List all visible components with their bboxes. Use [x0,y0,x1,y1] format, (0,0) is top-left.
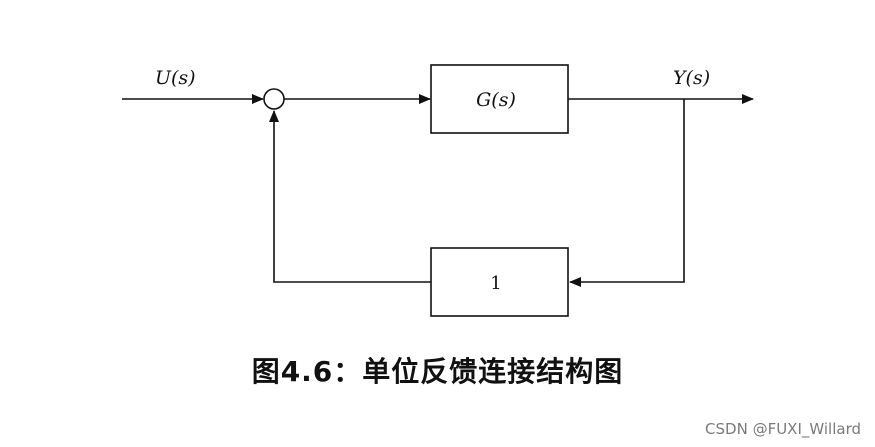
summing-junction [263,88,285,110]
input-label: U(s) [155,67,196,89]
forward-block [430,64,569,134]
figure-caption: 图4.6：单位反馈连接结构图 [251,355,624,388]
watermark: CSDN @FUXI_Willard [705,420,861,438]
feedback-down-path [569,99,685,287]
output-label: Y(s) [673,67,710,89]
feedback-block-label: 1 [490,273,501,294]
forward-block-label: G(s) [476,89,516,111]
feedback-return-path [269,110,431,283]
feedback-block [430,247,569,317]
